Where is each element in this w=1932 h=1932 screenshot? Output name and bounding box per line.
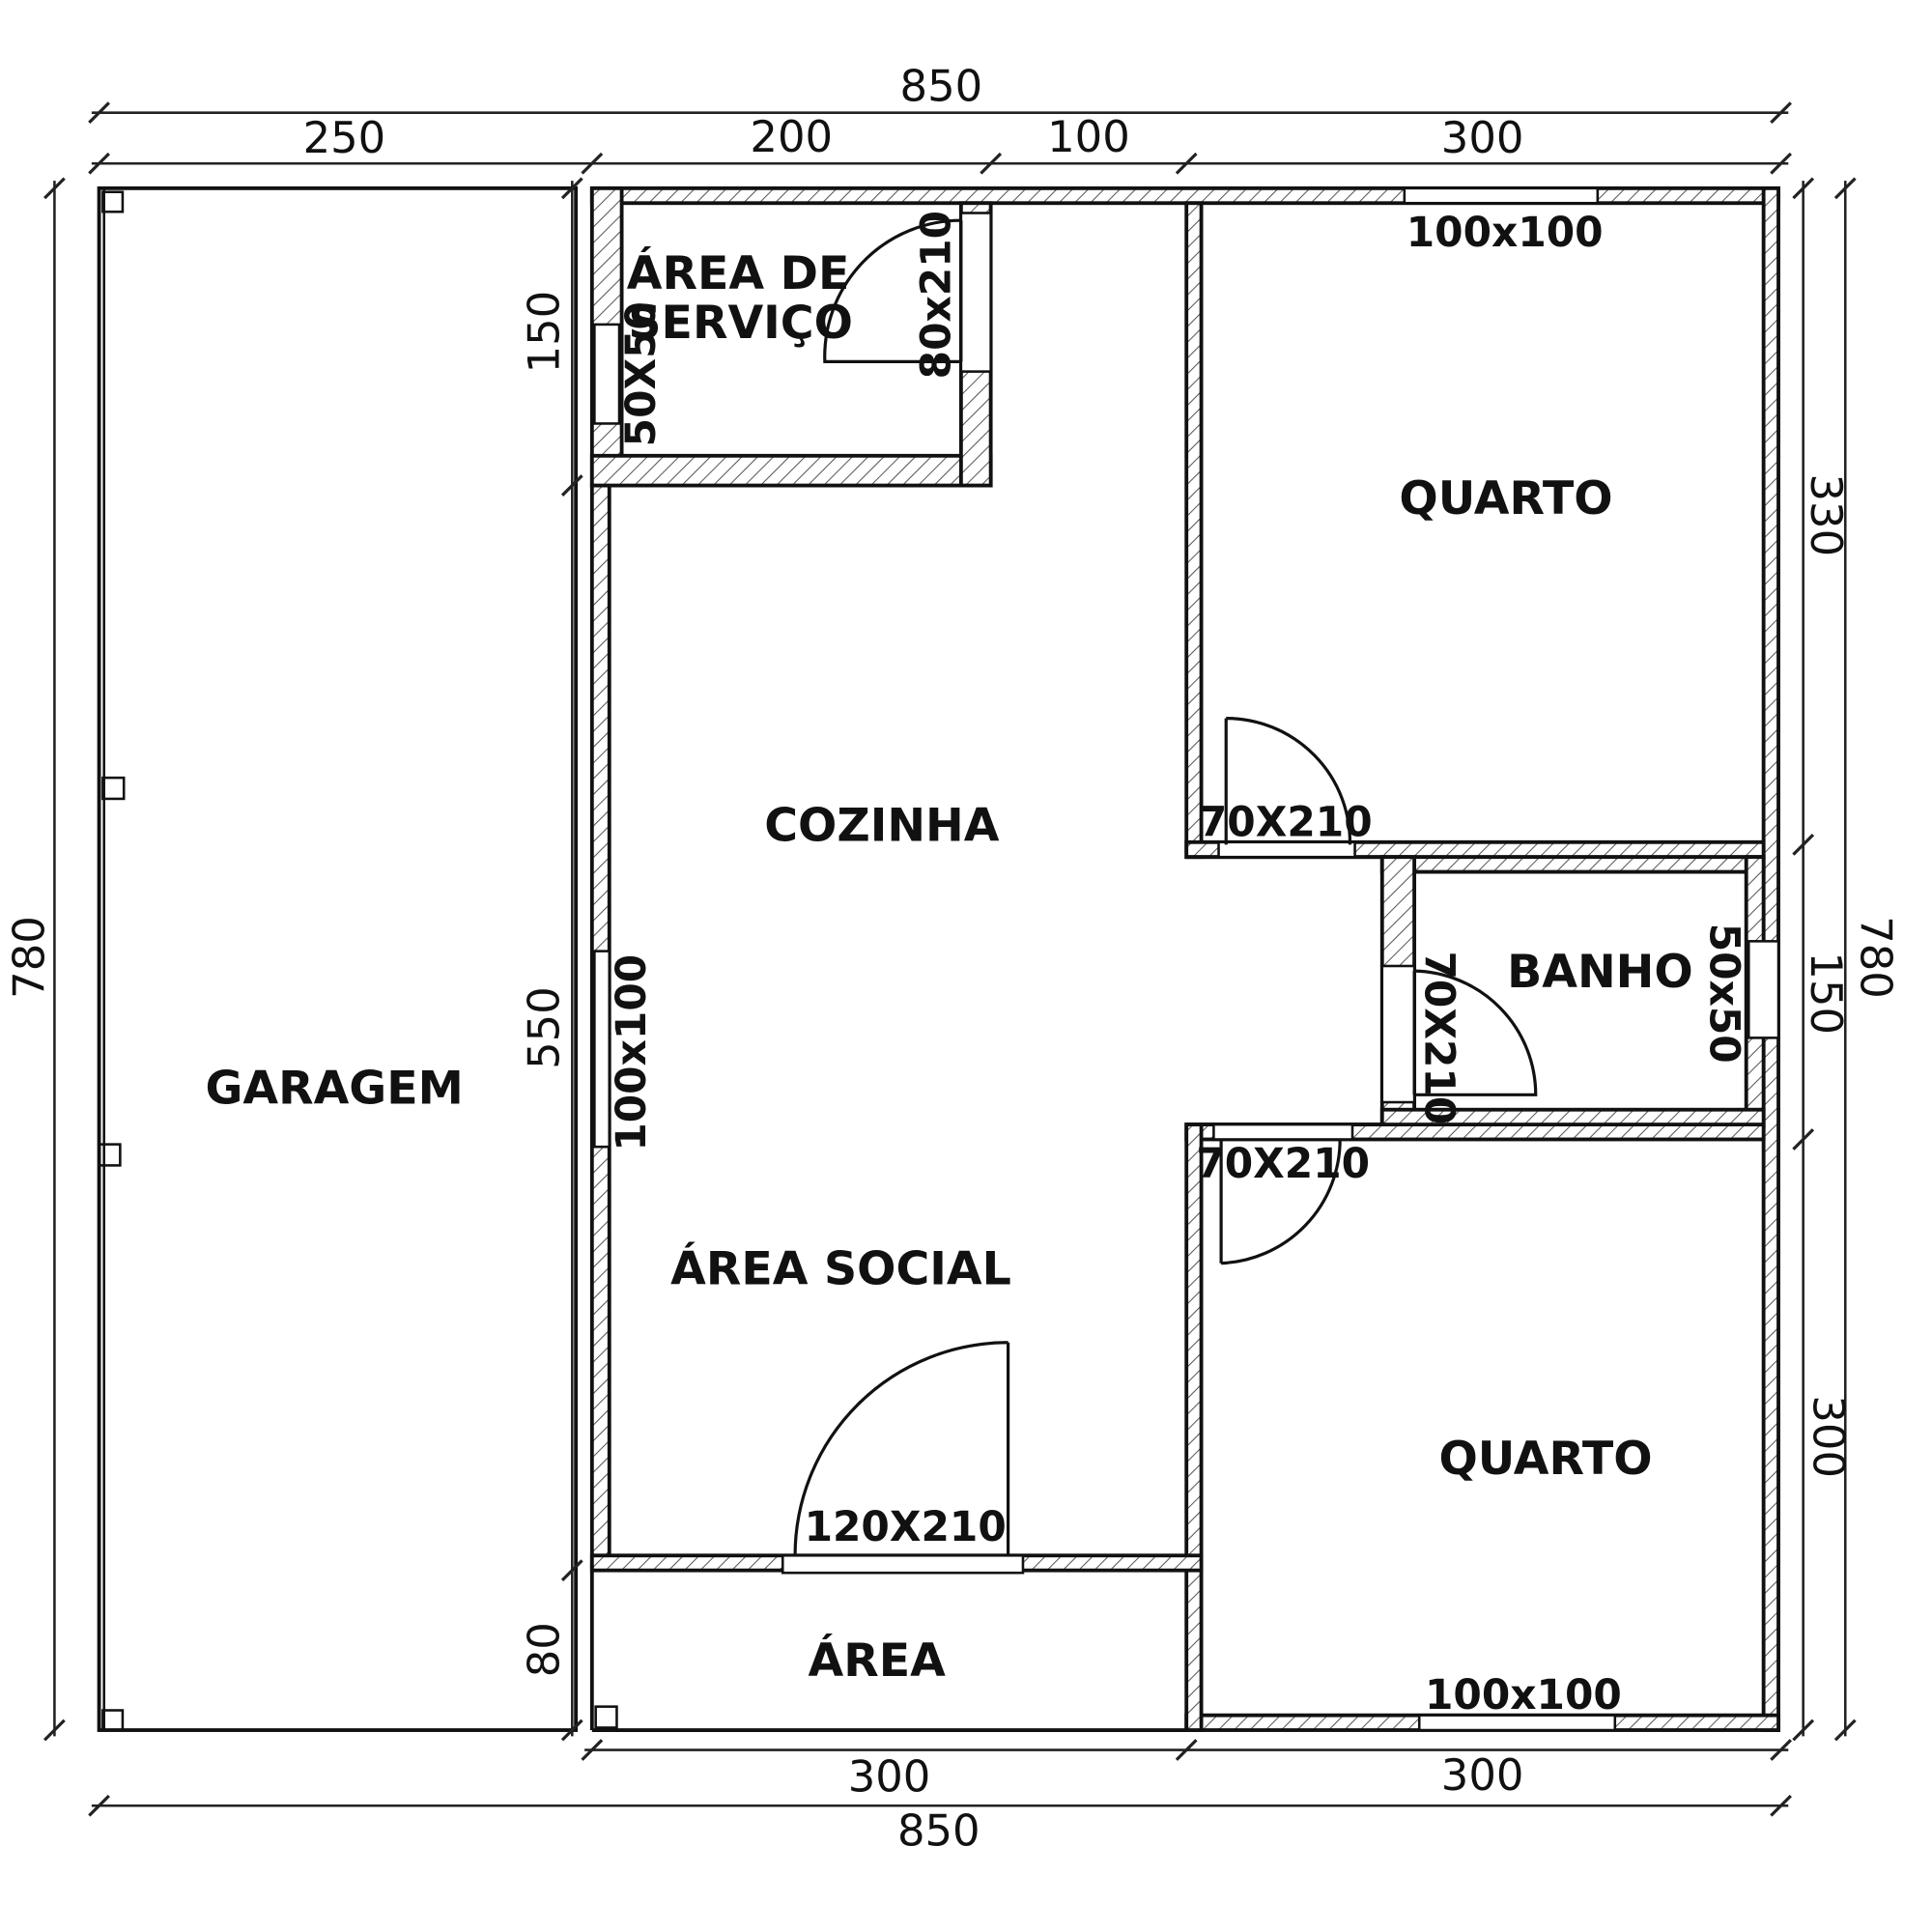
room-area-servico-line1: ÁREA DE	[627, 245, 850, 300]
dim-top-total: 850	[900, 60, 983, 111]
room-labels: GARAGEM ÁREA DE SERVIÇO COZINHA ÁREA SOC…	[205, 245, 1692, 1688]
pillar-3	[98, 1143, 122, 1167]
room-area: ÁREA	[809, 1633, 947, 1688]
dim-left-cozinha: 550	[519, 986, 570, 1069]
dim-left-servico: 150	[519, 291, 570, 374]
doors	[781, 212, 1538, 1575]
dimension-lines	[43, 101, 1857, 1817]
window-servico	[593, 323, 621, 425]
label-window-banho: 50x50	[1701, 923, 1748, 1064]
door-banho	[1380, 964, 1538, 1104]
pillar-1	[101, 190, 125, 213]
garagem-area	[97, 185, 618, 1732]
dim-top-garagem: 250	[303, 112, 386, 163]
window-quarto-top	[1403, 186, 1600, 205]
room-banho: BANHO	[1507, 946, 1693, 999]
door-entrada	[781, 1341, 1025, 1575]
dim-bottom-right: 300	[1441, 1749, 1524, 1801]
room-quarto-top: QUARTO	[1399, 472, 1612, 526]
label-window-quarto-top: 100x100	[1406, 209, 1604, 256]
pillar-4	[101, 1709, 125, 1732]
dim-bottom-total: 850	[897, 1805, 980, 1857]
label-door-servico: 80x210	[912, 211, 959, 379]
door-quarto-bottom	[1212, 1122, 1354, 1265]
dim-top-corridor: 100	[1047, 111, 1130, 162]
room-area-servico-line2: SERVIÇO	[628, 297, 853, 350]
dim-left-total: 780	[3, 916, 54, 999]
label-door-quarto-bottom: 70X210	[1196, 1140, 1370, 1187]
label-window-servico: 50X50	[617, 301, 665, 446]
door-servico	[823, 212, 992, 373]
label-window-quarto-bottom: 100x100	[1425, 1671, 1622, 1719]
dim-bottom-left: 300	[848, 1750, 931, 1802]
label-door-entrada: 120X210	[805, 1503, 1007, 1550]
opening-labels: 50X50 80x210 100x100 70X210 100x100 70X2…	[608, 209, 1748, 1719]
label-window-cozinha: 100x100	[608, 954, 655, 1151]
window-quarto-bottom	[1417, 1714, 1617, 1732]
dim-right-quarto-top: 330	[1801, 474, 1852, 557]
dim-left-area: 80	[519, 1622, 570, 1677]
dim-right-total: 780	[1850, 916, 1901, 999]
pillar-2	[101, 776, 126, 801]
door-quarto-top	[1217, 716, 1356, 859]
label-door-quarto-top: 70X210	[1199, 798, 1373, 845]
pillar-5	[594, 1705, 618, 1729]
dim-right-quarto-bottom: 300	[1804, 1395, 1855, 1478]
room-area-social: ÁREA SOCIAL	[670, 1241, 1011, 1296]
room-cozinha: COZINHA	[764, 800, 1000, 853]
room-quarto-bottom: QUARTO	[1438, 1433, 1652, 1486]
dim-right-banho: 150	[1801, 952, 1852, 1035]
window-banho	[1747, 940, 1780, 1039]
room-garagem: GARAGEM	[205, 1062, 463, 1115]
window-cozinha	[593, 950, 611, 1149]
windows	[593, 186, 1780, 1732]
label-door-banho: 70X210	[1416, 951, 1463, 1124]
dim-top-quarto: 300	[1441, 112, 1524, 163]
dimension-labels: 850 250 200 100 300 780 150 550 80 330 1…	[3, 60, 1901, 1856]
dim-top-servico: 200	[750, 111, 833, 162]
